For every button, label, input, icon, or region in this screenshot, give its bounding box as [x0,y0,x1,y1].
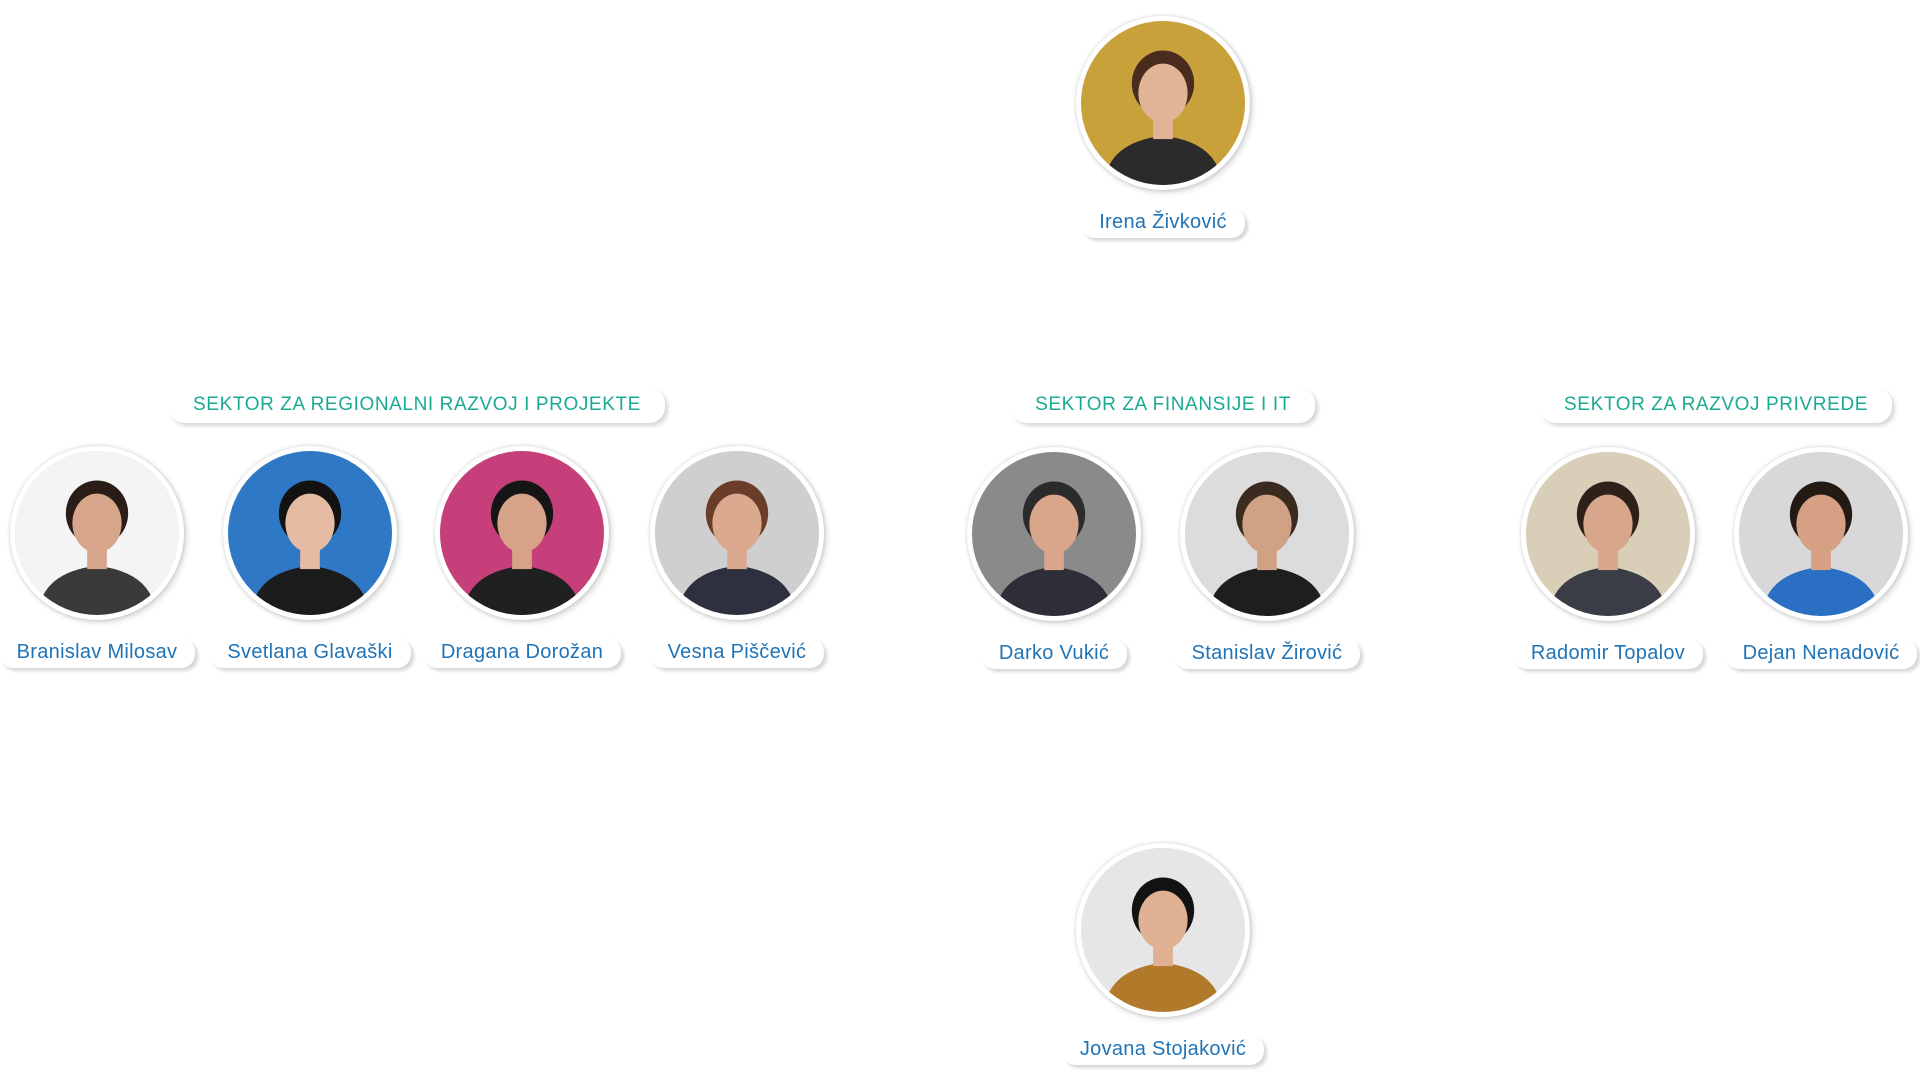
person-photo [223,446,397,620]
sector-title-economy: SEKTOR ZA RAZVOJ PRIVREDE [1540,388,1892,423]
person-name: Darko Vukić [980,639,1128,669]
portrait-face [1583,494,1633,554]
person-name: Radomir Topalov [1512,639,1704,669]
person-name: Dragana Dorožan [422,638,622,668]
person-name: Svetlana Glavaški [209,638,411,668]
portrait-face [1138,890,1188,950]
portrait-body [1103,135,1223,185]
portrait-graphic [1081,848,1245,1012]
portrait-body [1548,566,1668,616]
person-photo [1521,447,1695,621]
portrait-graphic [15,451,179,615]
person-photo [435,446,609,620]
portrait-body [37,565,157,615]
person-photo [1734,447,1908,621]
portrait-graphic [440,451,604,615]
person-card-bottom: Jovana Stojaković [1061,843,1265,1065]
person-card: Radomir Topalov [1508,447,1708,669]
portrait-graphic [228,451,392,615]
person-card: Dragana Dorožan [422,446,622,668]
portrait-face [1796,494,1846,554]
person-name: Stanislav Žirović [1173,639,1361,669]
portrait-graphic [972,452,1136,616]
person-card-top: Irena Živković [1063,16,1263,238]
person-photo [1076,843,1250,1017]
portrait-face [285,493,335,553]
person-name: Irena Živković [1081,208,1245,238]
portrait-body [250,565,370,615]
person-photo [650,446,824,620]
person-name: Dejan Nenadović [1724,639,1918,669]
portrait-face [712,493,762,553]
person-name: Jovana Stojaković [1061,1035,1265,1065]
person-card: Vesna Piščević [637,446,837,668]
portrait-face [72,493,122,553]
portrait-face [1029,494,1079,554]
portrait-face [1242,494,1292,554]
portrait-graphic [1081,21,1245,185]
person-photo [1180,447,1354,621]
portrait-face [497,493,547,553]
person-photo [967,447,1141,621]
portrait-graphic [1526,452,1690,616]
person-photo [10,446,184,620]
person-name: Branislav Milosav [0,638,196,668]
portrait-body [1207,566,1327,616]
person-card: Stanislav Žirović [1167,447,1367,669]
person-name: Vesna Piščević [649,638,825,668]
person-card: Darko Vukić [954,447,1154,669]
portrait-graphic [1185,452,1349,616]
person-card: Dejan Nenadović [1721,447,1920,669]
portrait-body [677,565,797,615]
portrait-body [1761,566,1881,616]
sector-title-finance-it: SEKTOR ZA FINANSIJE I IT [1011,388,1315,423]
portrait-body [994,566,1114,616]
portrait-face [1138,63,1188,123]
sector-title-regional: SEKTOR ZA REGIONALNI RAZVOJ I PROJEKTE [169,388,665,423]
person-card: Branislav Milosav [0,446,197,668]
portrait-body [462,565,582,615]
portrait-graphic [1739,452,1903,616]
person-card: Svetlana Glavaški [209,446,411,668]
portrait-graphic [655,451,819,615]
portrait-body [1103,962,1223,1012]
person-photo [1076,16,1250,190]
